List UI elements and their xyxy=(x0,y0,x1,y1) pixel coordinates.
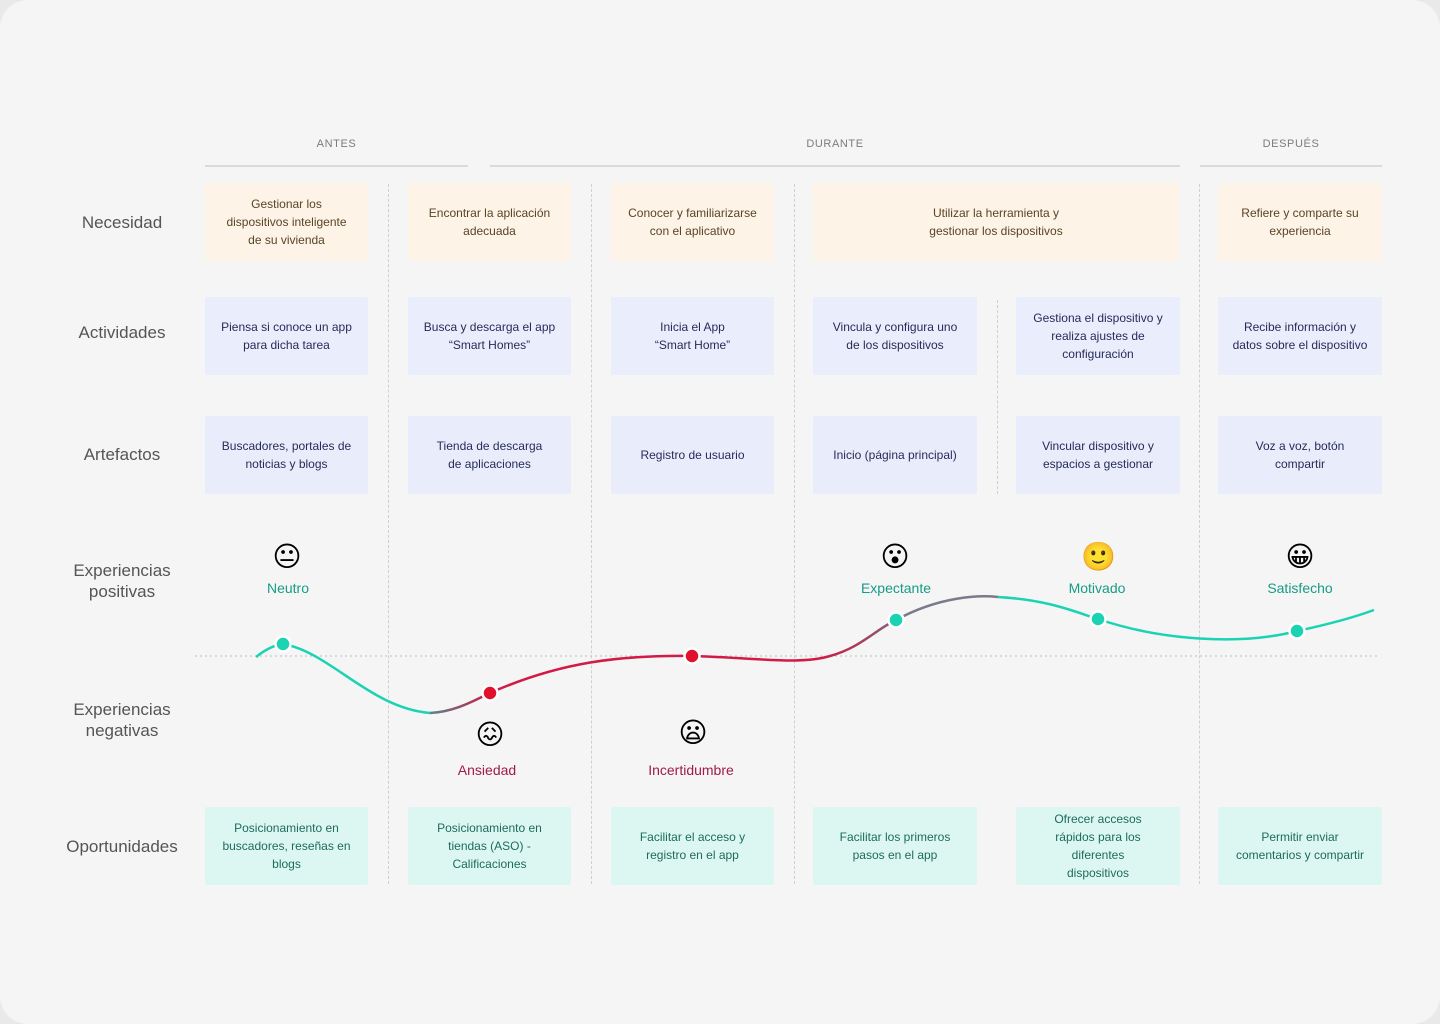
phase-durante-line xyxy=(490,165,1180,167)
phase-antes-line xyxy=(205,165,468,167)
frowning-face-icon: 😦 xyxy=(678,716,708,749)
emotion-label: Neutro xyxy=(266,580,310,596)
phase-despues: DESPUÉS xyxy=(1262,138,1320,150)
neutral-face-icon: 😐 xyxy=(272,540,302,573)
activity-card: Recibe información y datos sobre el disp… xyxy=(1218,297,1382,375)
emotion-label: Satisfecho xyxy=(1267,580,1333,596)
row-label-artefactos: Artefactos xyxy=(83,445,161,464)
row-label-line: Experiencias xyxy=(73,561,171,580)
emotion-label: Incertidumbre xyxy=(648,762,734,778)
column-separator xyxy=(388,184,389,884)
row-label-line: Experiencias xyxy=(73,700,171,719)
positive-emotion-point xyxy=(1089,610,1107,628)
activity-card: Vincula y configura uno de los dispositi… xyxy=(813,297,977,375)
curve-segment xyxy=(997,595,1375,641)
negative-emotion-point xyxy=(481,684,499,702)
emotion-label: Ansiedad xyxy=(457,762,517,778)
emotion-label: Expectante xyxy=(860,580,932,596)
positive-emotion-point xyxy=(887,611,905,629)
artifact-card: Registro de usuario xyxy=(611,416,774,494)
column-separator xyxy=(1199,184,1200,884)
opportunity-card: Posicionamiento en tiendas (ASO) - Calif… xyxy=(408,807,571,885)
smiling-face-icon: 🙂 xyxy=(1081,540,1116,573)
emotion-points xyxy=(274,610,1306,702)
confounded-face-icon: 😖 xyxy=(475,718,505,751)
need-card: Conocer y familiarizarse con el aplicati… xyxy=(611,183,774,261)
artifact-card: Inicio (página principal) xyxy=(813,416,977,494)
need-card: Utilizar la herramienta y gestionar los … xyxy=(813,183,1179,261)
positive-emotion-point xyxy=(274,635,292,653)
opportunity-card: Permitir enviar comentarios y compartir xyxy=(1218,807,1382,885)
opportunity-card: Posicionamiento en buscadores, reseñas e… xyxy=(205,807,368,885)
column-separator xyxy=(997,300,998,494)
opportunity-card: Facilitar los primeros pasos en el app xyxy=(813,807,977,885)
negative-emotion-point xyxy=(683,647,701,665)
row-label-necesidad: Necesidad xyxy=(81,213,163,232)
curve-segment xyxy=(489,618,897,695)
need-card: Refiere y comparte su experiencia xyxy=(1218,183,1382,261)
opportunity-card: Ofrecer accesos rápidos para los diferen… xyxy=(1016,807,1180,885)
surprised-face-icon: 😮 xyxy=(880,540,910,573)
row-label-line: positivas xyxy=(88,582,156,601)
activity-card: Busca y descarga el app “Smart Homes” xyxy=(408,297,571,375)
emotion-label: Motivado xyxy=(1068,580,1126,596)
column-separator xyxy=(591,184,592,884)
artifact-card: Buscadores, portales de noticias y blogs xyxy=(205,416,368,494)
row-label-experiencias-positivas: Experiencias positivas xyxy=(50,560,194,602)
phase-durante: DURANTE xyxy=(806,138,864,150)
need-card: Encontrar la aplicación adecuada xyxy=(408,183,571,261)
opportunity-card: Facilitar el acceso y registro en el app xyxy=(611,807,774,885)
positive-emotion-point xyxy=(1288,622,1306,640)
artifact-card: Vincular dispositivo y espacios a gestio… xyxy=(1016,416,1180,494)
row-label-actividades: Actividades xyxy=(78,323,166,342)
row-label-oportunidades: Oportunidades xyxy=(66,837,178,856)
phase-antes: ANTES xyxy=(316,138,357,150)
activity-card: Piensa si conoce un app para dicha tarea xyxy=(205,297,368,375)
need-card: Gestionar los dispositivos inteligente d… xyxy=(205,183,368,261)
grinning-face-icon: 😀 xyxy=(1285,540,1315,573)
column-separator xyxy=(794,184,795,884)
row-label-experiencias-negativas: Experiencias negativas xyxy=(50,699,194,741)
phase-despues-line xyxy=(1200,165,1382,167)
artifact-card: Tienda de descarga de aplicaciones xyxy=(408,416,571,494)
curve-segment xyxy=(255,642,431,715)
row-label-line: negativas xyxy=(85,721,159,740)
curve-segment xyxy=(429,691,491,715)
artifact-card: Voz a voz, botón compartir xyxy=(1218,416,1382,494)
activity-card: Gestiona el dispositivo y realiza ajuste… xyxy=(1016,297,1180,375)
activity-card: Inicia el App “Smart Home” xyxy=(611,297,774,375)
curve-segment xyxy=(895,595,999,622)
